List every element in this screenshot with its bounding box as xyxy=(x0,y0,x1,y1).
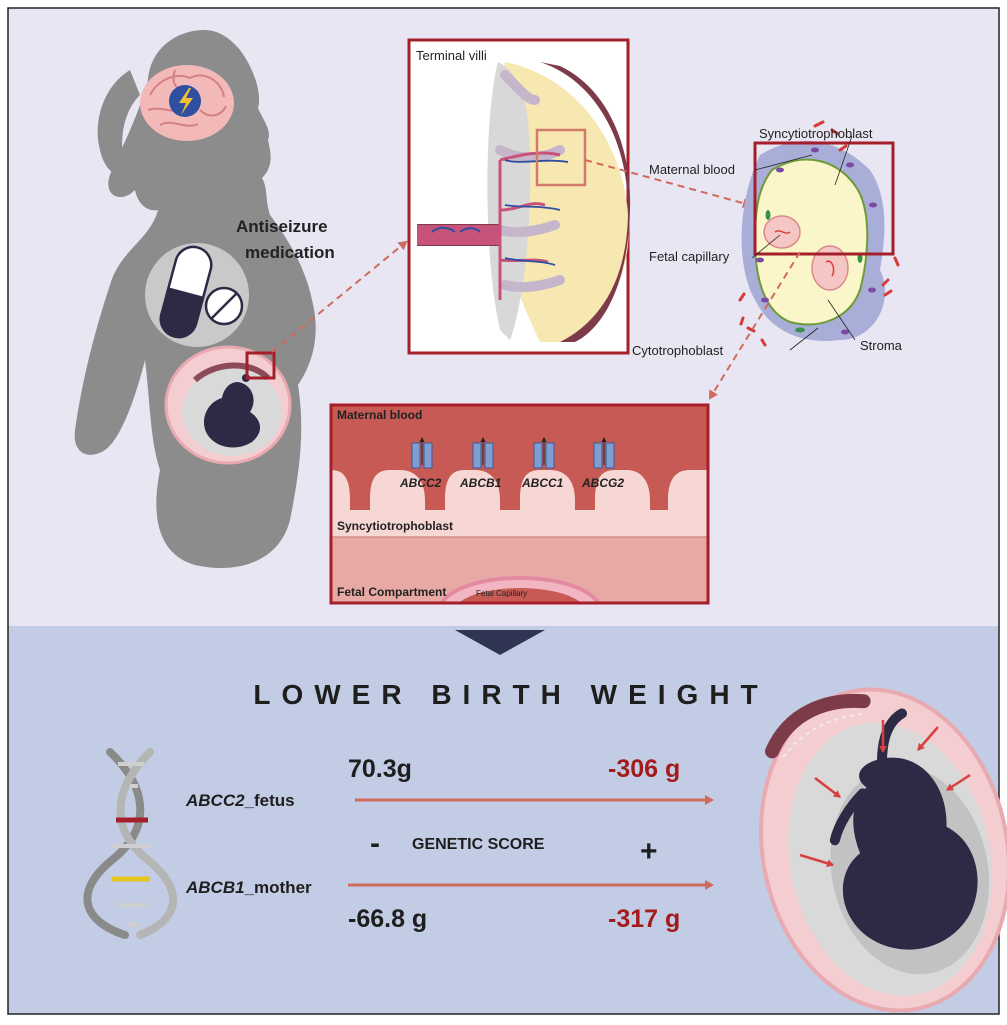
transporter-abcg2 xyxy=(594,438,614,468)
genetic-score-label: GENETIC SCORE xyxy=(412,836,545,853)
row1-low-value: 70.3g xyxy=(348,755,412,783)
villus-label-fetal-capillary: Fetal capillary xyxy=(649,249,730,264)
transporter-label-abcb1: ABCB1 xyxy=(459,476,502,490)
villus-label-stroma: Stroma xyxy=(860,338,903,353)
row2-gene-suffix: _mother xyxy=(244,878,312,897)
row2-high-value: -317 g xyxy=(608,905,680,933)
medication-icon-group xyxy=(145,243,249,347)
row1-high-value: -306 g xyxy=(608,755,680,783)
tablet-icon xyxy=(206,288,242,324)
transporter-abcb1 xyxy=(473,438,493,468)
uterus-small xyxy=(166,347,290,463)
transporter-label-abcg2: ABCG2 xyxy=(581,476,624,490)
transporter-label-abcc2: ABCC2 xyxy=(399,476,442,490)
row1-gene-suffix: _fetus xyxy=(244,791,295,810)
transporter-abcc1 xyxy=(534,438,554,468)
medication-label-line2: medication xyxy=(245,243,335,262)
zoom-label-fetal-compartment: Fetal Compartment xyxy=(337,585,446,599)
result-title: LOWER BIRTH WEIGHT xyxy=(253,679,768,710)
minus-sign: - xyxy=(370,827,380,860)
plus-sign: + xyxy=(640,835,658,868)
medication-label-line1: Antiseizure xyxy=(236,217,328,236)
zoom-label-syncytiotrophoblast: Syncytiotrophoblast xyxy=(337,519,453,533)
row1-gene-label: ABCC2_fetus xyxy=(185,791,295,810)
zoom-label-maternal-blood: Maternal blood xyxy=(337,408,422,422)
villus-label-syncytiotrophoblast: Syncytiotrophoblast xyxy=(759,126,873,141)
villus-label-cytotrophoblast: Cytotrophoblast xyxy=(632,343,723,358)
zoom-label-fetal-capillary: Fetal Capillary xyxy=(476,589,527,598)
terminal-villi-label: Terminal villi xyxy=(416,48,487,63)
row2-gene-name: ABCB1 xyxy=(185,878,245,897)
row2-gene-label: ABCB1_mother xyxy=(185,878,312,897)
row2-low-value: -66.8 g xyxy=(348,905,427,933)
row1-gene-name: ABCC2 xyxy=(185,791,245,810)
transporter-abcc2 xyxy=(412,438,432,468)
transporter-label-abcc1: ABCC1 xyxy=(521,476,564,490)
villus-label-maternal-blood: Maternal blood xyxy=(649,162,735,177)
brain-icon xyxy=(140,65,234,141)
